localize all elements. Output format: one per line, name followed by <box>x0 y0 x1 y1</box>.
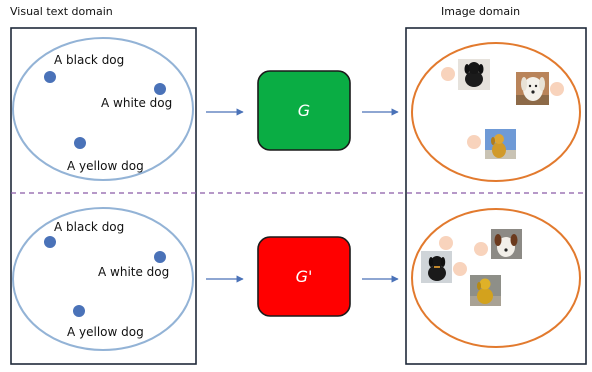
black-dog-image-bottom <box>421 251 452 283</box>
header-image-domain: Image domain <box>441 5 520 18</box>
white-dog-image-bottom <box>491 229 522 259</box>
image-point-white-dog-bottom <box>474 242 488 256</box>
image-point-yellow-dog-top <box>467 135 481 149</box>
text-point-white-dog-bottom <box>154 251 166 263</box>
generator-label-g: G <box>298 101 310 120</box>
text-point-white-dog-top <box>154 83 166 95</box>
image-point-black-dog-bottom <box>439 236 453 250</box>
header-visual-text-domain: Visual text domain <box>10 5 113 18</box>
text-point-yellow-dog-top <box>74 137 86 149</box>
yellow-dog-image-bottom <box>470 275 501 306</box>
text-domain-frame <box>10 27 197 365</box>
label-yellow-dog-bottom: A yellow dog <box>67 325 144 339</box>
image-embedding-ellipse-bottom <box>411 208 581 348</box>
yellow-dog-image-top <box>485 129 516 159</box>
label-yellow-dog-top: A yellow dog <box>67 159 144 173</box>
text-point-yellow-dog-bottom <box>73 305 85 317</box>
label-white-dog-top: A white dog <box>101 96 172 110</box>
label-black-dog-top: A black dog <box>54 53 124 67</box>
image-point-black-dog-top <box>441 67 455 81</box>
white-dog-image-top <box>516 72 549 105</box>
generator-label-g-prime: G' <box>296 267 313 286</box>
label-black-dog-bottom: A black dog <box>54 220 124 234</box>
generator-block-g-prime <box>257 236 351 317</box>
image-embedding-ellipse-top <box>411 42 581 182</box>
generator-block-g <box>257 70 351 151</box>
image-point-white-dog-top <box>550 82 564 96</box>
text-point-black-dog-top <box>44 71 56 83</box>
text-embedding-ellipse-bottom <box>12 207 194 351</box>
image-point-yellow-dog-bottom <box>453 262 467 276</box>
black-dog-image-top <box>458 59 490 90</box>
image-domain-frame <box>405 27 587 365</box>
text-embedding-ellipse-top <box>12 37 194 181</box>
text-point-black-dog-bottom <box>44 236 56 248</box>
label-white-dog-bottom: A white dog <box>98 265 169 279</box>
